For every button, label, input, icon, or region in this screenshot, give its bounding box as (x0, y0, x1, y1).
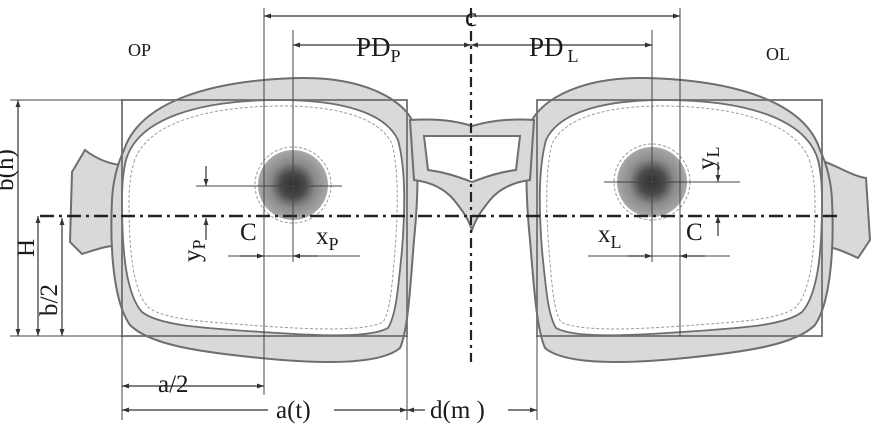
label-d-m: d(m ) (430, 397, 485, 424)
label-H: H (13, 239, 40, 257)
label-ol: OL (766, 44, 790, 64)
label-y-l: yL (693, 147, 723, 171)
label-y-p: yP (179, 239, 209, 262)
label-c: c (465, 2, 477, 32)
right-lens (538, 99, 823, 337)
left-lens (121, 99, 406, 337)
label-c-right: C (686, 219, 703, 246)
right-lens-inner-line (546, 105, 816, 330)
label-x-p: xP (316, 223, 339, 254)
bridge-cutout (422, 135, 522, 184)
label-pd-p: PDP (356, 32, 401, 66)
label-op: OP (128, 40, 151, 60)
label-b-half: b/2 (36, 284, 63, 316)
left-lens-inner-line (128, 105, 398, 330)
label-x-l: xL (598, 221, 622, 252)
label-a-half: a/2 (158, 371, 189, 398)
label-b-h: b(h) (0, 149, 19, 191)
left-pupil-outline (254, 146, 332, 224)
label-c-left: C (240, 219, 257, 246)
label-a-t: a(t) (276, 397, 311, 424)
